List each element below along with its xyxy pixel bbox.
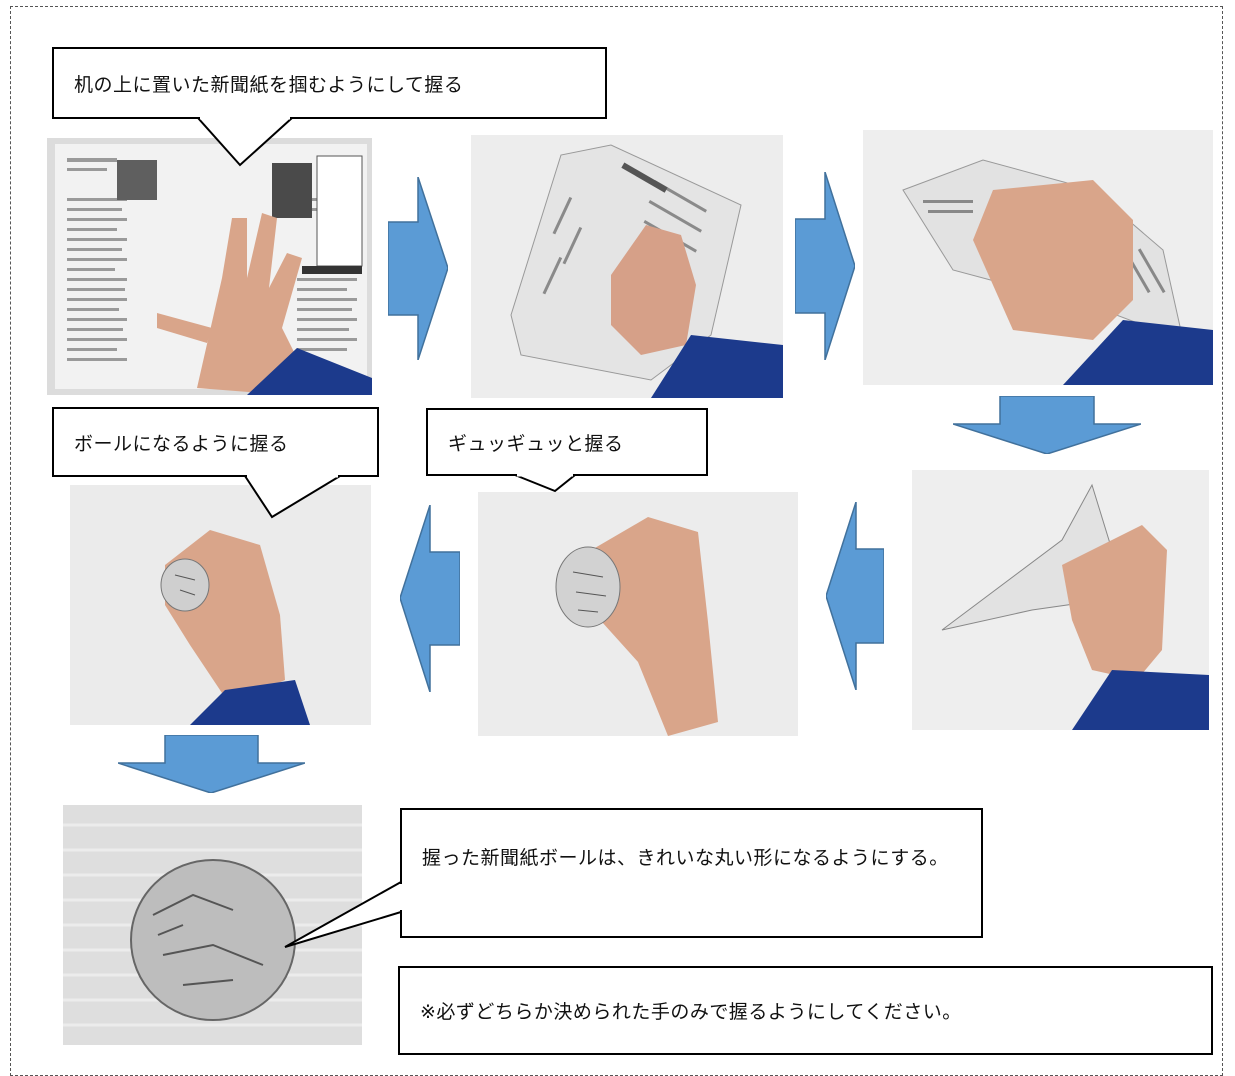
arrow-left-2 [400,505,460,692]
caption-step5: ギュッギュッと握る [426,408,708,476]
arrow-right-1 [388,177,448,360]
photo-squeezing-grip [478,492,798,736]
arrow-right-2 [795,172,855,360]
photo-finished-paper-ball [63,805,362,1045]
caption-step1: 机の上に置いた新聞紙を掴むようにして握る [52,47,607,119]
photo-hand-on-newspaper [47,138,372,395]
photo-crumpled-corner-grip [912,470,1209,730]
photo-gripping-newspaper [471,135,783,398]
arrow-down-1 [953,396,1141,454]
arrow-down-2 [118,735,305,793]
caution-note: ※必ずどちらか決められた手のみで握るようにしてください。 [398,966,1213,1055]
photo-crumpling-newspaper [863,130,1213,385]
caption-step6: ボールになるように握る [52,407,379,477]
arrow-left-1 [826,502,884,690]
photo-ball-shape-grip [70,485,371,725]
caption-final: 握った新聞紙ボールは、きれいな丸い形になるようにする。 [400,808,983,938]
